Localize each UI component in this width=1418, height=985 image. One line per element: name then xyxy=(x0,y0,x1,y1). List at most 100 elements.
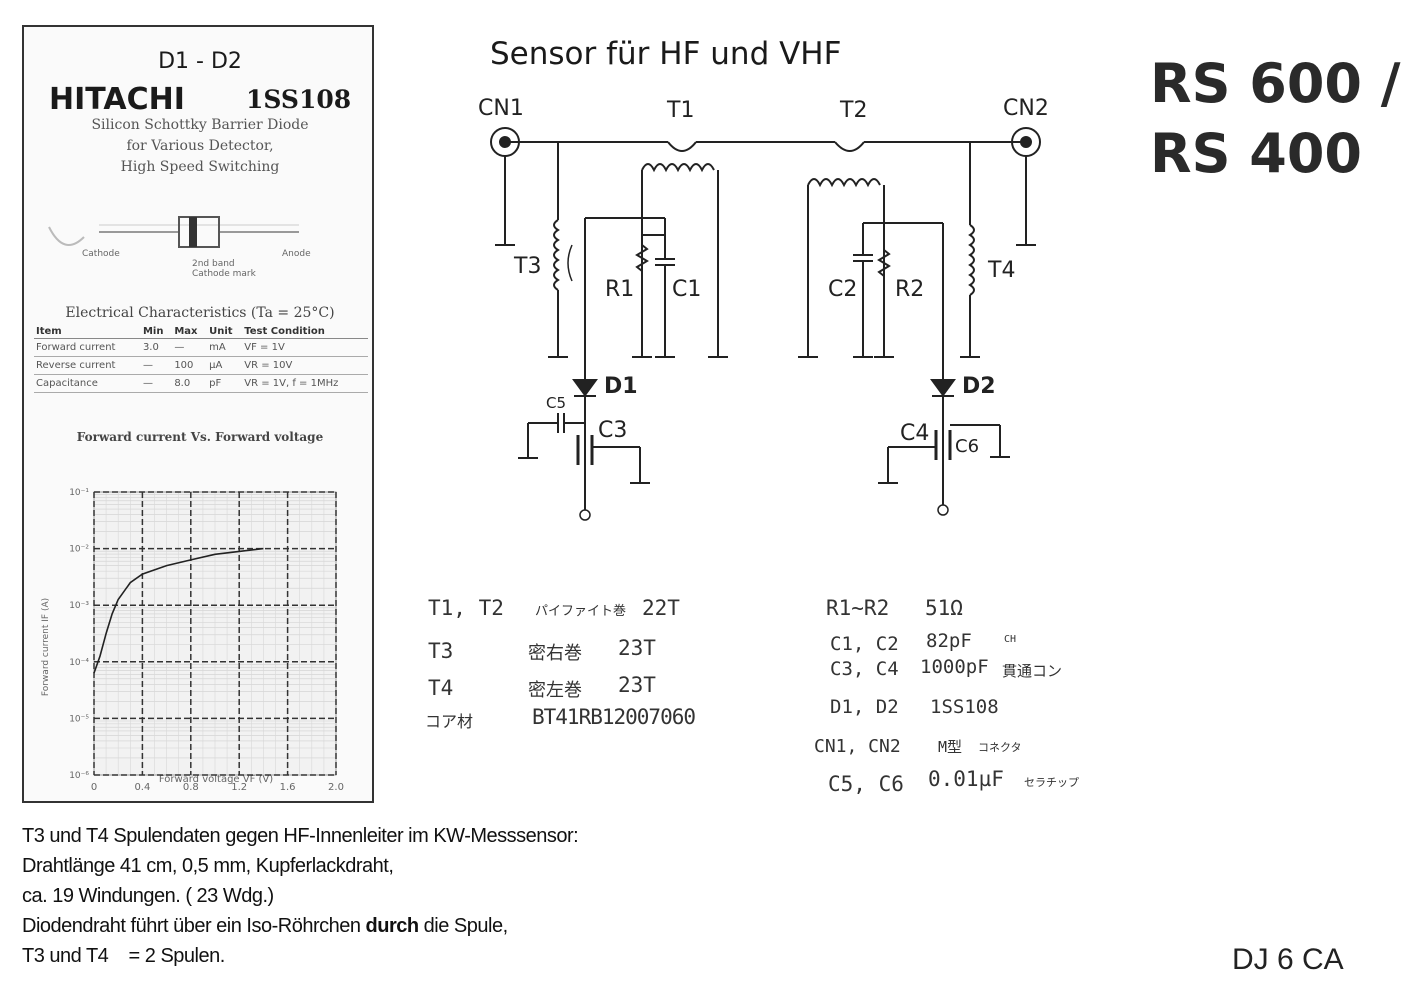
r1-label: R1 xyxy=(605,277,635,302)
part-jp: セラチップ xyxy=(1024,776,1079,789)
d2-diode-icon xyxy=(930,379,956,397)
c1-label: C1 xyxy=(672,277,702,302)
note-text: die Spule, xyxy=(418,915,508,937)
d2-label: D2 xyxy=(962,374,996,399)
graph-xlabel: Forward voltage VF (V) xyxy=(159,774,273,785)
graph-title: Forward current Vs. Forward voltage xyxy=(76,430,324,444)
y-tick-label: 10⁻² xyxy=(69,545,89,555)
part-value: 1SS108 xyxy=(930,696,999,718)
r2-label: R2 xyxy=(895,277,925,302)
y-tick-label: 10⁻⁴ xyxy=(69,658,89,668)
note-line-1: T3 und T4 Spulendaten gegen HF-Innenleit… xyxy=(22,825,579,847)
part-value: 22T xyxy=(642,596,680,620)
part-value: 23T xyxy=(618,636,656,660)
table-row: Reverse current — 100 µA VR = 10V xyxy=(34,356,368,375)
datasheet-panel: D1 - D2 HITACHI 1SS108 Silicon Schottky … xyxy=(22,25,374,803)
note-text: Diodendraht führt über ein Iso-Röhrchen xyxy=(22,915,366,937)
ec-cell: VF = 1V xyxy=(242,338,368,357)
part-name: コア材 xyxy=(425,712,474,731)
table-row: Forward current 3.0 — mA VF = 1V xyxy=(34,338,368,357)
ec-header: Item xyxy=(34,325,141,339)
part-value: 1000pF xyxy=(920,656,989,678)
graph-ylabel: Forward current IF (A) xyxy=(41,598,51,696)
part-name: D1, D2 xyxy=(830,696,899,718)
part-jp: パイファイト巻 xyxy=(535,604,627,619)
ec-cell: Capacitance xyxy=(34,374,141,393)
note-line-5: T3 und T4 = 2 Spulen. xyxy=(22,945,225,967)
schematic-diagram xyxy=(490,127,1041,521)
x-tick-label: 0.8 xyxy=(183,782,199,793)
y-tick-label: 10⁻³ xyxy=(69,601,89,611)
datasheet-title: D1 - D2 xyxy=(158,49,242,74)
ec-cell: 8.0 xyxy=(172,374,208,393)
y-tick-label: 10⁻¹ xyxy=(69,488,89,498)
series-line xyxy=(93,547,264,674)
c3-label: C3 xyxy=(598,418,628,443)
ec-cell: VR = 1V, f = 1MHz xyxy=(242,374,368,393)
part-jp: 密右巻 xyxy=(528,643,582,664)
x-tick-label: 1.6 xyxy=(280,782,296,793)
t4-label: T4 xyxy=(988,258,1016,283)
note-line-3: ca. 19 Windungen. ( 23 Wdg.) xyxy=(22,885,274,907)
table-row: Capacitance — 8.0 pF VR = 1V, f = 1MHz xyxy=(34,374,368,393)
part-name: C1, C2 xyxy=(830,633,899,655)
note-line-4: Diodendraht führt über ein Iso-Röhrchen … xyxy=(22,915,508,938)
forward-current-graph: Forward current IF (A) Forward voltage V… xyxy=(41,488,344,793)
desc-line-3: High Speed Switching xyxy=(120,159,280,175)
ec-cell: VR = 10V xyxy=(242,356,368,375)
note-line-2: Drahtlänge 41 cm, 0,5 mm, Kupferlackdrah… xyxy=(22,855,394,877)
part-name: C5, C6 xyxy=(828,772,904,796)
d1-label: D1 xyxy=(604,374,638,399)
part-jp: 密左巻 xyxy=(528,680,582,701)
ec-header: Test Condition xyxy=(242,325,368,339)
c2-label: C2 xyxy=(828,277,858,302)
c6-label: C6 xyxy=(955,436,980,457)
signature: DJ 6 CA xyxy=(1232,943,1344,976)
t2-label: T2 xyxy=(840,98,868,123)
ec-cell: Reverse current xyxy=(34,356,141,375)
ec-table: Item Min Max Unit Test Condition Forward… xyxy=(34,325,368,393)
part-number: 1SS108 xyxy=(246,85,352,114)
t1-label: T1 xyxy=(667,98,695,123)
d1-diode-icon xyxy=(572,379,598,397)
brand-name: HITACHI xyxy=(49,82,185,117)
ec-cell: — xyxy=(172,338,208,357)
part-name: T3 xyxy=(428,639,454,663)
c5-label: C5 xyxy=(546,394,567,412)
part-name: CN1, CN2 xyxy=(814,736,901,757)
x-tick-label: 1.2 xyxy=(231,782,247,793)
ec-cell: pF xyxy=(207,374,243,393)
diode-package-drawing xyxy=(48,216,299,248)
part-value: 82pF xyxy=(926,630,972,652)
part-name: C3, C4 xyxy=(830,658,899,680)
part-name: T4 xyxy=(428,676,454,700)
cathode-label: Cathode xyxy=(82,249,120,259)
heading-line-2: RS 400 xyxy=(1150,122,1362,185)
y-tick-label: 10⁻⁵ xyxy=(69,714,89,724)
part-value: 23T xyxy=(618,673,656,697)
desc-line-2: for Various Detector, xyxy=(126,138,274,154)
x-tick-label: 0.4 xyxy=(134,782,150,793)
x-tick-label: 0 xyxy=(91,782,97,793)
part-jp: コネクタ xyxy=(978,741,1022,754)
part-value: 0.01µF xyxy=(928,767,1004,791)
ec-cell: — xyxy=(140,374,173,393)
ec-cell: 100 xyxy=(172,356,208,375)
ec-cell: Forward current xyxy=(34,338,141,357)
ec-header: Min xyxy=(140,325,173,339)
part-value: BT41RB12007060 xyxy=(532,705,696,729)
band-label: 2nd band xyxy=(192,259,235,269)
ec-cell: — xyxy=(140,356,173,375)
part-value: M型 xyxy=(938,738,963,756)
ec-cell: 3.0 xyxy=(140,338,173,357)
part-name: T1, T2 xyxy=(428,596,504,620)
ec-cell: mA xyxy=(207,338,243,357)
ec-cell: µA xyxy=(207,356,243,375)
c4-label: C4 xyxy=(900,421,930,446)
anode-label: Anode xyxy=(282,249,311,259)
note-emphasis: durch xyxy=(365,915,420,937)
ec-title: Electrical Characteristics (Ta = 25°C) xyxy=(65,305,335,321)
ec-header: Unit xyxy=(207,325,243,339)
cn1-label: CN1 xyxy=(478,96,524,121)
desc-line-1: Silicon Schottky Barrier Diode xyxy=(91,117,309,133)
